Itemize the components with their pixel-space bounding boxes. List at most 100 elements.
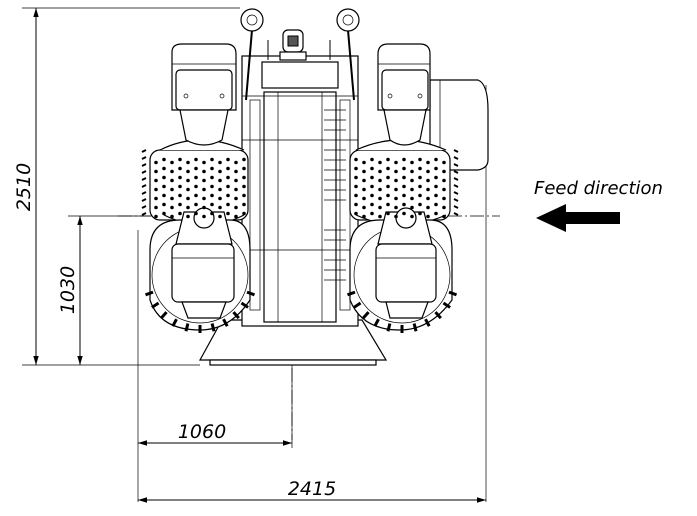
pick-dot (170, 187, 174, 192)
pick-dot (402, 202, 406, 207)
pick-dot (426, 196, 430, 201)
pick-dot (378, 178, 382, 183)
cutter-tooth (210, 323, 216, 332)
pick-dot (410, 214, 414, 219)
drum-edge-tooth (141, 212, 147, 216)
pick-dot (354, 211, 358, 216)
pick-dot (226, 202, 230, 207)
pick-dot (210, 157, 214, 162)
pick-dot (410, 205, 414, 210)
pick-dot (194, 166, 198, 171)
pick-dot (426, 178, 430, 183)
pick-dot (386, 175, 390, 180)
pick-dot (394, 187, 398, 192)
drum-edge-tooth (453, 191, 459, 195)
cutter-tooth (373, 318, 380, 327)
cutter-tooth (246, 290, 256, 297)
pick-dot (402, 157, 406, 162)
pick-dot (402, 193, 406, 198)
pick-dot (186, 196, 190, 201)
cutter-tooth (222, 318, 229, 327)
drum-edge-tooth (453, 205, 459, 209)
pick-dot (178, 193, 182, 198)
pick-dot (434, 175, 438, 180)
pick-dot (370, 202, 374, 207)
pick-dot (226, 193, 230, 198)
pick-dot (378, 214, 382, 219)
cutter-tooth (353, 301, 362, 309)
drum-edge-tooth (141, 205, 147, 209)
pick-dot (154, 160, 158, 165)
pick-dot (242, 211, 246, 216)
pick-dot (178, 175, 182, 180)
pick-dot (386, 202, 390, 207)
pick-dot (426, 160, 430, 165)
pick-dot (162, 193, 166, 198)
lifting-eye-left (240, 8, 264, 32)
pick-dot (154, 196, 158, 201)
pick-dot (386, 211, 390, 216)
pick-dot (354, 166, 358, 171)
pick-dot (386, 184, 390, 189)
cutter-tooth (448, 290, 458, 297)
drum-edge-tooth (141, 156, 147, 160)
pick-dot (394, 160, 398, 165)
pick-dot (226, 175, 230, 180)
pick-dot (442, 196, 446, 201)
pick-dot (170, 160, 174, 165)
gearbox-upper-right (377, 43, 431, 146)
pick-dot (218, 160, 222, 165)
cutter-tooth (171, 318, 178, 327)
pick-dot (234, 214, 238, 219)
pick-dot (402, 166, 406, 171)
pick-dot (154, 214, 158, 219)
cutter-tooth (151, 301, 160, 309)
pick-dot (186, 187, 190, 192)
cutter-tooth (160, 311, 168, 320)
drum-edge-tooth (453, 170, 459, 174)
pick-dot (234, 187, 238, 192)
pick-dot (178, 166, 182, 171)
cutter-tooth (144, 290, 154, 297)
pick-dot (370, 211, 374, 216)
pick-dot (418, 184, 422, 189)
pick-dot (170, 178, 174, 183)
cutter-tooth (362, 311, 370, 320)
drum-edge-tooth (141, 149, 147, 153)
pick-dot (162, 166, 166, 171)
drum-edge-tooth (453, 212, 459, 216)
pick-dot (378, 196, 382, 201)
pick-dot (226, 184, 230, 189)
pick-dot (242, 166, 246, 171)
drum-edge-tooth (453, 149, 459, 153)
drum-edge-tooth (453, 156, 459, 160)
pick-dot (362, 160, 366, 165)
cutter-tooth (240, 301, 249, 309)
pick-dot (186, 178, 190, 183)
total-width-label: 2415 (288, 478, 336, 500)
pick-dot (170, 214, 174, 219)
pick-dot (442, 205, 446, 210)
drum-edge-tooth (141, 177, 147, 181)
pick-dot (202, 169, 206, 174)
pick-dot (354, 184, 358, 189)
pick-dot (194, 184, 198, 189)
drum-edge-tooth (141, 163, 147, 167)
pick-dot (210, 193, 214, 198)
pick-dot (178, 157, 182, 162)
pick-dot (378, 160, 382, 165)
pick-dot (442, 178, 446, 183)
cutter-tooth (424, 318, 431, 327)
pick-dot (186, 205, 190, 210)
pick-dot (418, 166, 422, 171)
pick-dot (218, 187, 222, 192)
pick-dot (210, 175, 214, 180)
pick-dot (418, 202, 422, 207)
gearbox-lower-right (375, 207, 437, 319)
pick-dot (434, 166, 438, 171)
pick-dot (170, 205, 174, 210)
pick-dot (442, 160, 446, 165)
cutter-tooth (412, 323, 418, 332)
pick-dot (226, 157, 230, 162)
pick-dot (370, 175, 374, 180)
